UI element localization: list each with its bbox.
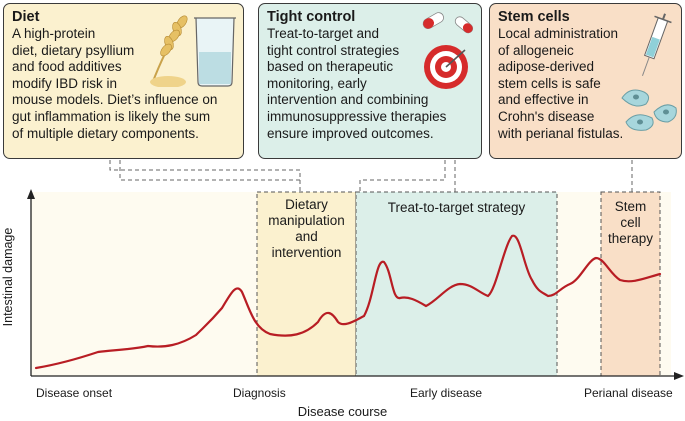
dietary-phase-line: and [295, 229, 318, 244]
tick-disease-onset: Disease onset [36, 386, 113, 400]
diet-text-line: mouse models. Diet’s influence on [12, 92, 218, 108]
tick-perianal-disease: Perianal disease [584, 386, 673, 400]
stem-phase-line: cell [620, 215, 641, 230]
tight-control-text-line: ensure improved outcomes. [267, 125, 434, 141]
stem-cells-text-line: with perianal fistulas. [498, 125, 624, 141]
diet-text-line: A high-protein [12, 26, 96, 41]
diet-text-line: and food additives [12, 59, 122, 75]
tight-control-text-line: tight control strategies [267, 42, 400, 58]
wheat-icon [150, 15, 188, 87]
diet-panel: Diet A high-protein diet, dietary psylli… [3, 3, 244, 159]
beaker-icon [194, 17, 236, 87]
tight-control-text-line: Treat-to-target and [267, 26, 380, 41]
stem-cell-phase-label: Stem cell therapy [601, 199, 660, 247]
stem-cells-text-line: adipose-derived [498, 59, 595, 75]
x-axis-label: Disease course [297, 404, 388, 419]
dietary-phase-line: intervention [271, 245, 342, 260]
stem-cell-icon [621, 89, 677, 131]
dietary-phase-line: manipulation [268, 213, 345, 228]
diet-connector [109, 160, 301, 192]
stem-cells-title: Stem cells [498, 9, 570, 25]
stem-cell-region [600, 191, 661, 377]
treat-phase-line: Treat-to-target strategy [387, 200, 526, 215]
stem-cells-text-line: Local administration [498, 26, 619, 41]
y-axis-label: Intestinal damage [1, 227, 15, 327]
x-axis-arrow [674, 372, 684, 380]
stem-cells-text-line: Crohn's disease [498, 108, 595, 124]
diet-title: Diet [12, 9, 40, 25]
y-axis-arrow [27, 189, 35, 199]
stem-cells-panel: Stem cells Local administration of allog… [489, 3, 682, 159]
tight-control-title: Tight control [267, 9, 356, 25]
tight-control-panel: Tight control Treat-to-target and tight … [258, 3, 482, 159]
tight-control-text-line: based on therapeutic [267, 59, 394, 75]
target-icon [424, 45, 468, 89]
tight-control-text-line: intervention and combining [267, 92, 429, 108]
diet-text-line: of multiple dietary components. [12, 125, 199, 141]
tick-diagnosis: Diagnosis [233, 386, 286, 400]
diet-text-line: modify IBD risk in [12, 75, 118, 91]
dietary-phase-line: Dietary [285, 197, 328, 212]
tight-control-text-line: immunosuppressive therapies [267, 108, 447, 124]
stem-phase-line: therapy [607, 231, 654, 246]
treat-to-target-label: Treat-to-target strategy [356, 200, 557, 216]
diet-text-line: diet, dietary psyllium [12, 42, 135, 58]
pill-icon [422, 12, 474, 34]
dietary-phase-region [256, 191, 357, 377]
stem-cells-text-line: of allogeneic [498, 42, 574, 58]
diet-connector-2 [119, 160, 300, 181]
stem-cells-text-line: stem cells is safe [498, 75, 601, 91]
tight-control-text-line: monitoring, early [267, 75, 367, 91]
stem-cells-text-line: and effective in [498, 92, 589, 108]
syringe-icon [641, 13, 672, 76]
dietary-phase-label: Dietary manipulation and intervention [257, 197, 356, 261]
tight-connector [359, 160, 446, 192]
diet-text-line: gut inflammation is likely the sum [12, 108, 211, 124]
stem-phase-line: Stem [614, 199, 647, 214]
intestinal-damage-curve [34, 234, 662, 370]
tick-early-disease: Early disease [410, 386, 483, 400]
